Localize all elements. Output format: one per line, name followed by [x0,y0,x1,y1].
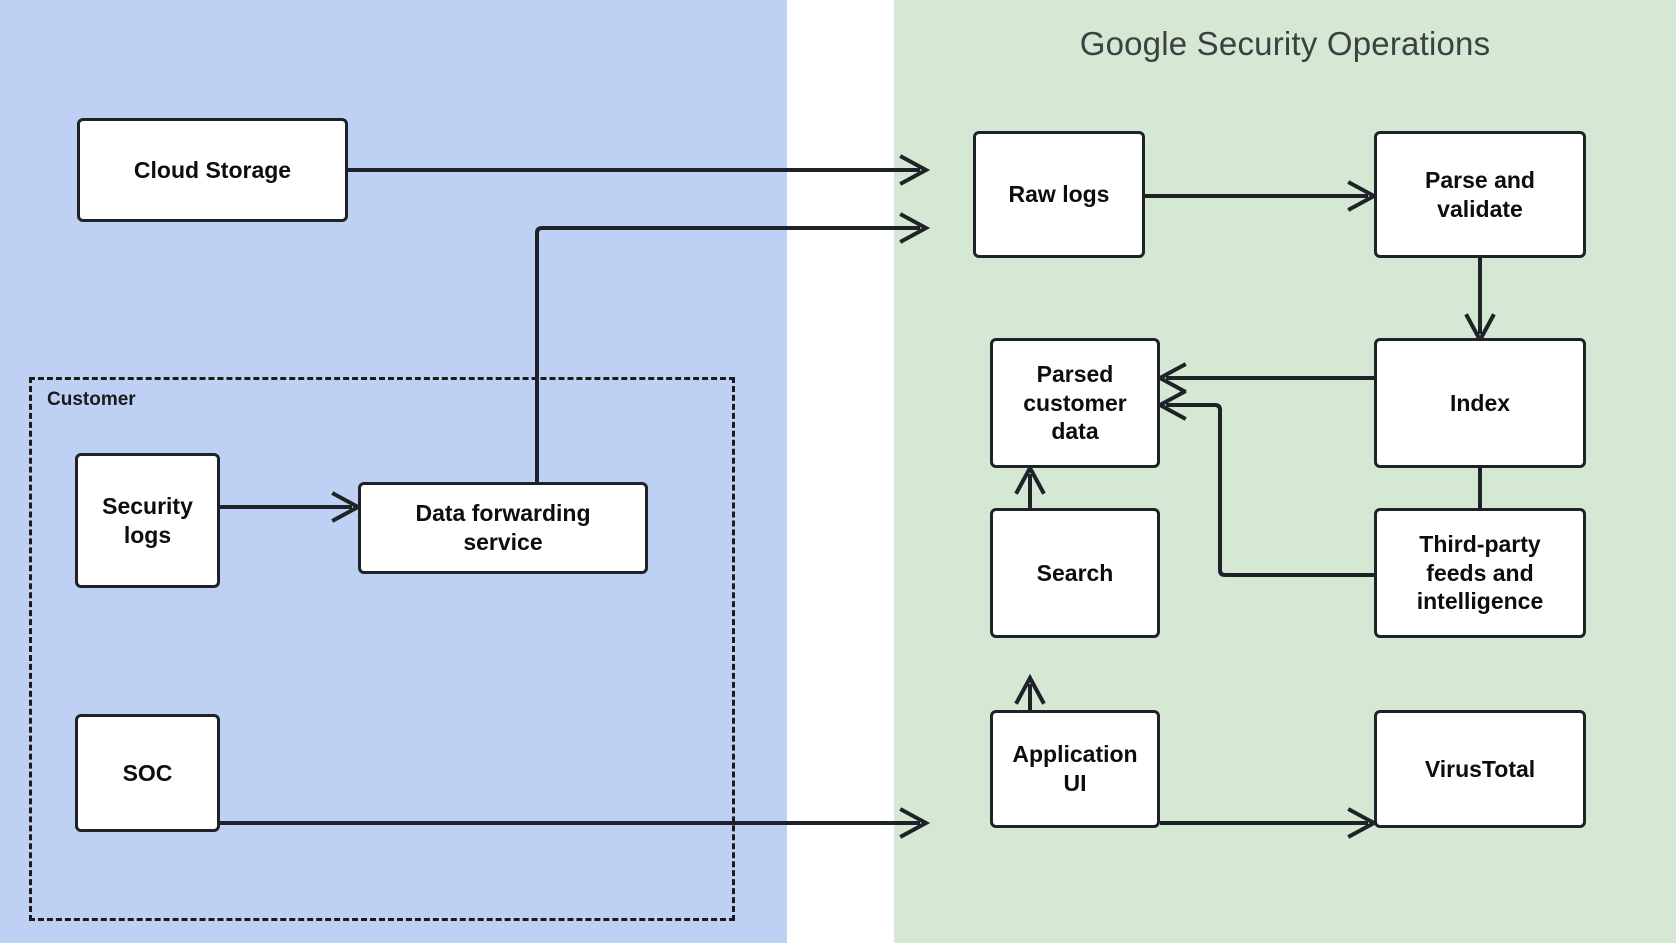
node-raw-logs[interactable]: Raw logs [973,131,1145,258]
node-data-forwarding-service-label: Data forwarding service [415,500,591,555]
node-application-ui-label: Application UI [1012,741,1138,796]
node-virustotal-label: VirusTotal [1424,755,1536,782]
node-security-logs[interactable]: Security logs [75,453,220,588]
node-virustotal[interactable]: VirusTotal [1374,710,1586,828]
node-third-party-feeds-label: Third-party feeds and intelligence [1416,530,1544,615]
node-index-label: Index [1449,389,1511,416]
node-data-forwarding-service[interactable]: Data forwarding service [358,482,648,574]
node-search[interactable]: Search [990,508,1160,638]
node-parsed-customer-data-label: Parsed customer data [1023,360,1127,445]
node-parse-and-validate[interactable]: Parse and validate [1374,131,1586,258]
node-cloud-storage-label: Cloud Storage [133,156,292,183]
node-search-label: Search [1036,559,1114,586]
customer-boundary-box [29,377,735,921]
customer-boundary-label: Customer [41,388,142,412]
node-soc-label: SOC [122,759,173,786]
google-security-operations-title: Google Security Operations [1079,25,1491,62]
node-index[interactable]: Index [1374,338,1586,468]
node-raw-logs-label: Raw logs [1008,181,1110,208]
node-parsed-customer-data[interactable]: Parsed customer data [990,338,1160,468]
node-security-logs-label: Security logs [102,492,193,548]
node-parse-and-validate-label: Parse and validate [1425,166,1535,222]
node-third-party-feeds[interactable]: Third-party feeds and intelligence [1374,508,1586,638]
node-soc[interactable]: SOC [75,714,220,832]
node-cloud-storage[interactable]: Cloud Storage [77,118,348,222]
node-application-ui[interactable]: Application UI [990,710,1160,828]
